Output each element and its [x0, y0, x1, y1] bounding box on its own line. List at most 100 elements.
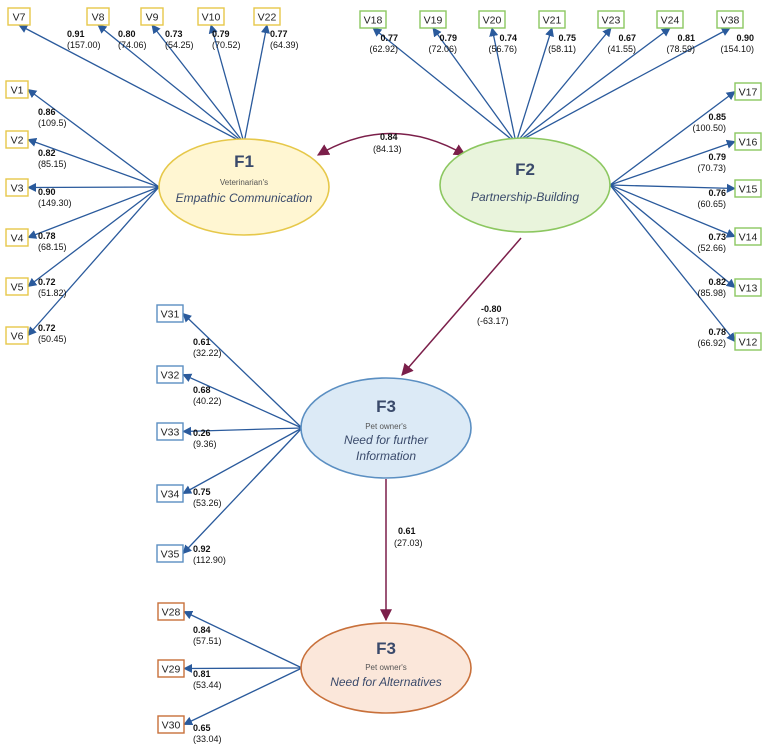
factor-f2: F2 Partnership-Building [439, 137, 611, 233]
indicator-label-v31: V31 [161, 309, 180, 321]
loading-v8: 0.80 [118, 29, 136, 39]
relation-f1-f2-loading: 0.84 [380, 132, 398, 142]
arrow-v22 [243, 24, 270, 144]
arrow-v20 [489, 27, 517, 144]
indicator-box-v15 [734, 179, 762, 198]
factor-f2-ellipse [439, 137, 611, 233]
relation-f3-f4-t: (27.03) [394, 538, 423, 548]
tvalue-v34: (53.26) [193, 498, 222, 508]
indicator-label-v5: V5 [11, 282, 24, 294]
tvalue-v2: (85.15) [38, 159, 67, 169]
factor-f1-subtitle: Veterinarian's [220, 178, 268, 187]
indicator-label-v34: V34 [161, 489, 180, 501]
tvalue-v35: (112.90) [193, 555, 226, 565]
arrow-v24 [515, 27, 671, 144]
indicator-label-v17: V17 [739, 87, 758, 99]
indicator-arrows [18, 24, 736, 726]
tvalue-v22: (64.39) [270, 40, 299, 50]
arrow-v38 [515, 27, 731, 144]
indicator-box-v1 [5, 80, 29, 99]
arrow-v33 [182, 426, 303, 436]
loading-v17: 0.85 [708, 112, 726, 122]
tvalue-v10: (70.52) [212, 40, 241, 50]
factor-f4-name: Need for Alternatives [330, 675, 442, 689]
loading-v19: 0.79 [439, 33, 457, 43]
indicator-box-v28 [157, 602, 185, 621]
arrow-v34 [182, 427, 303, 495]
tvalue-v29: (53.44) [193, 680, 222, 690]
factor-f4-subtitle: Pet owner's [365, 663, 407, 672]
tvalue-v38: (154.10) [720, 44, 754, 54]
indicator-box-v10 [197, 7, 225, 26]
loading-v28: 0.84 [193, 625, 211, 635]
tvalue-v24: (78.59) [666, 44, 695, 54]
tvalue-v30: (33.04) [193, 734, 222, 744]
arrow-v16 [609, 139, 736, 186]
indicator-label-v32: V32 [161, 370, 180, 382]
loading-v5: 0.72 [38, 277, 56, 287]
indicator-box-v12 [734, 332, 762, 351]
factor-f3-ellipse [300, 377, 472, 479]
relation-f3-f4-loading: 0.61 [398, 526, 416, 536]
arrow-v32 [182, 373, 303, 429]
indicator-label-v7: V7 [13, 12, 26, 24]
tvalue-v12: (66.92) [697, 338, 726, 348]
relation-f1-f2-curve [316, 132, 467, 156]
indicator-label-v24: V24 [661, 15, 680, 27]
indicator-box-v2 [5, 130, 29, 149]
arrow-v14 [609, 184, 736, 238]
indicator-label-v23: V23 [602, 15, 621, 27]
tvalue-v19: (72.06) [428, 44, 457, 54]
arrow-v5 [27, 186, 160, 288]
indicator-label-v12: V12 [739, 337, 758, 349]
indicator-label-v18: V18 [364, 15, 383, 27]
indicator-box-v30 [157, 715, 185, 734]
tvalue-v16: (70.73) [697, 163, 726, 173]
tvalue-v15: (60.65) [697, 199, 726, 209]
indicator-box-v7 [7, 7, 31, 26]
arrow-v29 [183, 663, 303, 674]
indicator-box-v24 [656, 10, 684, 29]
indicator-label-v9: V9 [146, 12, 159, 24]
loading-v12: 0.78 [708, 327, 726, 337]
loading-v10: 0.79 [212, 29, 230, 39]
tvalue-v33: (9.36) [193, 439, 217, 449]
indicator-box-v38 [716, 10, 744, 29]
factor-f3-subtitle: Pet owner's [365, 422, 407, 431]
loading-v3: 0.90 [38, 187, 56, 197]
loading-v24: 0.81 [677, 33, 695, 43]
loading-v2: 0.82 [38, 148, 56, 158]
tvalue-v4: (68.15) [38, 242, 67, 252]
arrow-v8 [97, 24, 245, 144]
indicator-box-v9 [140, 7, 164, 26]
tvalue-v17: (100.50) [692, 123, 726, 133]
indicator-box-v31 [156, 304, 184, 323]
tvalue-v32: (40.22) [193, 396, 222, 406]
factor-f1-ellipse [158, 138, 330, 236]
indicator-box-v8 [86, 7, 110, 26]
tvalue-v7: (157.00) [67, 40, 101, 50]
loading-v23: 0.67 [618, 33, 636, 43]
arrow-v28 [183, 610, 303, 669]
loading-v6: 0.72 [38, 323, 56, 333]
indicator-box-v17 [734, 82, 762, 101]
loading-v14: 0.73 [708, 232, 726, 242]
indicator-box-v21 [538, 10, 566, 29]
factor-f3-name-line1: Need for further [344, 433, 429, 447]
tvalue-v23: (41.55) [607, 44, 636, 54]
indicator-box-v23 [597, 10, 625, 29]
arrow-v9 [151, 24, 245, 144]
arrow-v2 [27, 138, 160, 188]
indicator-label-v28: V28 [162, 607, 181, 619]
factor-f1-name: Empathic Communication [176, 191, 313, 205]
factor-f2-name: Partnership-Building [471, 190, 579, 204]
arrow-v23 [515, 27, 612, 144]
factor-f1: F1 Veterinarian's Empathic Communication [158, 138, 330, 236]
arrow-v3 [27, 182, 160, 193]
indicator-label-v33: V33 [161, 427, 180, 439]
relation-f2-f3-t: (-63.17) [477, 316, 509, 326]
factor-f3-title: F3 [376, 397, 396, 416]
factor-f2-title: F2 [515, 160, 535, 179]
loading-v29: 0.81 [193, 669, 211, 679]
